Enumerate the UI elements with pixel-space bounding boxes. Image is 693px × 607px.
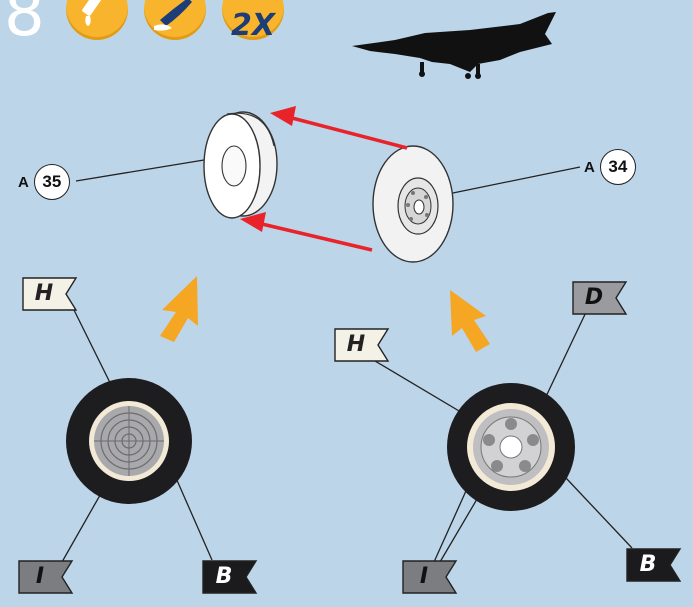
- direction-arrow: [160, 276, 198, 342]
- glue-badge: [66, 0, 128, 40]
- paint-code: I: [419, 564, 429, 589]
- wheel-front-view-right: [447, 383, 575, 511]
- paint-code: I: [35, 564, 45, 589]
- assembly-arrow: [240, 212, 373, 252]
- quantity-label: 2X: [230, 8, 275, 43]
- aircraft-silhouette-icon: [352, 12, 556, 79]
- assembly-arrow: [270, 106, 408, 150]
- flag-shape: [22, 277, 78, 311]
- part-number: 34: [599, 149, 636, 185]
- quantity-badge: 2X: [222, 0, 284, 43]
- wheel-34: [372, 145, 454, 263]
- paint-badge: [144, 0, 206, 40]
- flag-shape: [334, 328, 390, 362]
- flag-shape: [572, 281, 628, 315]
- callout-prefix: A: [584, 158, 595, 176]
- direction-arrow: [450, 290, 490, 352]
- paint-code: H: [346, 332, 366, 357]
- leader-line: [75, 159, 205, 182]
- flag-shape: [18, 560, 74, 594]
- color-flag-h: H: [22, 277, 78, 311]
- callout-prefix: A: [18, 173, 29, 191]
- flag-shape: [202, 560, 258, 594]
- color-flag-i: I: [18, 560, 74, 594]
- paint-code: B: [639, 552, 657, 577]
- color-flag-b: B: [626, 548, 682, 582]
- step-number: 8: [4, 0, 45, 51]
- paint-code: B: [215, 564, 233, 589]
- color-flag-i: I: [402, 560, 458, 594]
- paint-code: H: [34, 281, 54, 306]
- paint-brush-icon: [154, 0, 192, 31]
- color-flag-d: D: [572, 281, 628, 315]
- part-callout-34: A 34: [584, 149, 636, 185]
- wheel-half-35: [203, 111, 278, 219]
- wheel-front-view-left: [66, 378, 192, 504]
- part-callout-35: A 35: [18, 164, 70, 200]
- color-flag-h: H: [334, 328, 390, 362]
- flag-shape: [626, 548, 682, 582]
- flag-shape: [402, 560, 458, 594]
- paint-code: D: [584, 285, 604, 310]
- glue-icon: [82, 0, 104, 26]
- leader-line: [447, 166, 581, 195]
- part-number: 35: [33, 164, 70, 200]
- color-flag-b: B: [202, 560, 258, 594]
